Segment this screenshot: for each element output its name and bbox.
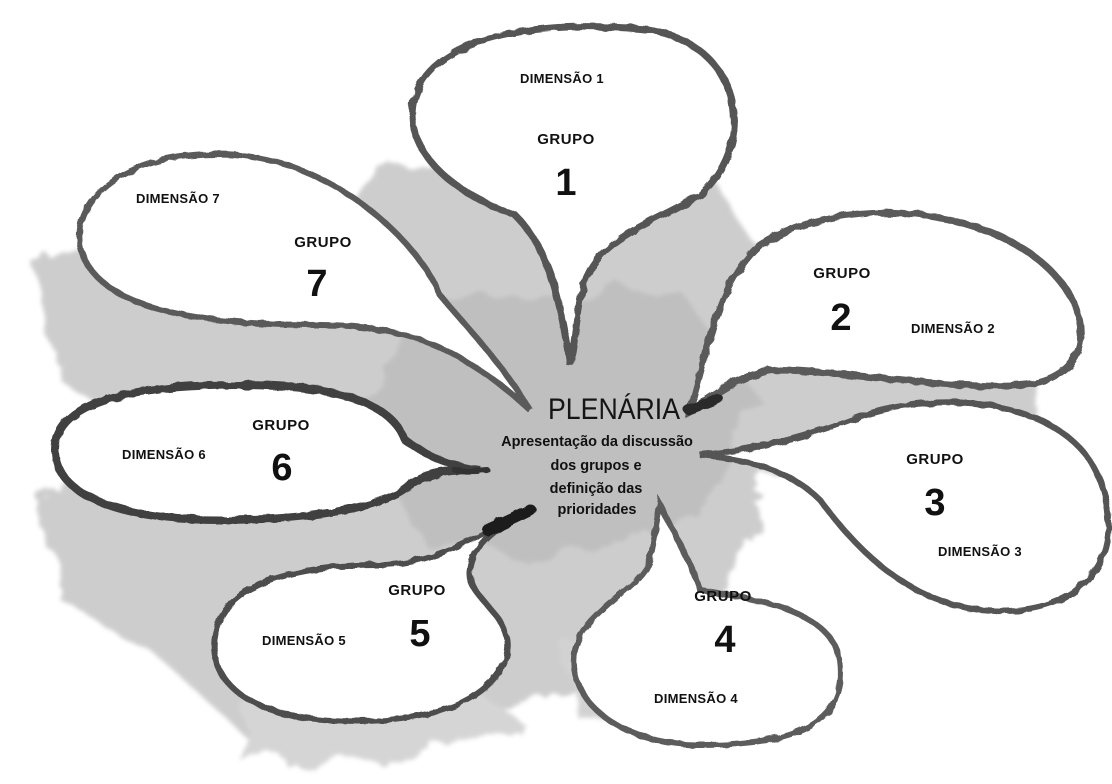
group-1-number: 1 [555, 162, 576, 204]
petal-1 [408, 23, 738, 366]
petal-7 [76, 150, 533, 413]
group-6: GRUPO 6 DIMENSÃO 6 [122, 417, 310, 489]
group-2-number: 2 [830, 297, 851, 339]
group-5-label: GRUPO [388, 582, 446, 599]
petal-6 [50, 380, 481, 525]
plenary-center: PLENÁRIA Apresentação da discussão dos g… [501, 393, 693, 518]
group-4-label: GRUPO [694, 588, 752, 605]
group-6-number: 6 [271, 447, 292, 489]
petal-2 [684, 209, 1085, 418]
dimension-6-label: DIMENSÃO 6 [122, 447, 206, 462]
petal-5 [211, 509, 530, 724]
group-3-number: 3 [924, 482, 945, 524]
petal-4 [570, 494, 844, 749]
dimension-4-label: DIMENSÃO 4 [654, 691, 738, 706]
group-4: GRUPO 4 DIMENSÃO 4 [654, 588, 752, 706]
group-5-number: 5 [409, 613, 430, 655]
group-3-label: GRUPO [906, 451, 964, 468]
plenary-line-1: Apresentação da discussão [501, 434, 693, 450]
plenary-line-2: dos grupos e [550, 458, 641, 474]
group-2: GRUPO 2 DIMENSÃO 2 [813, 265, 995, 339]
brush-accents [452, 393, 723, 536]
dimension-5-label: DIMENSÃO 5 [262, 633, 346, 648]
petal-3 [699, 399, 1112, 615]
dimension-7-label: DIMENSÃO 7 [136, 191, 220, 206]
group-1-label: GRUPO [537, 131, 595, 148]
group-6-label: GRUPO [252, 417, 310, 434]
plenary-line-3: definição das [550, 481, 643, 497]
plenary-line-4: prioridades [558, 502, 637, 518]
group-7: DIMENSÃO 7 GRUPO 7 [136, 191, 352, 305]
plenary-title: PLENÁRIA [548, 393, 680, 426]
dimension-1-label: DIMENSÃO 1 [520, 71, 604, 86]
group-7-number: 7 [306, 263, 327, 305]
petals [50, 23, 1112, 749]
group-7-label: GRUPO [294, 234, 352, 251]
dimension-3-label: DIMENSÃO 3 [938, 544, 1022, 559]
group-2-label: GRUPO [813, 265, 871, 282]
group-4-number: 4 [714, 619, 735, 661]
group-5: GRUPO 5 DIMENSÃO 5 [262, 582, 446, 655]
group-3: GRUPO 3 DIMENSÃO 3 [906, 451, 1022, 559]
group-1: DIMENSÃO 1 GRUPO 1 [520, 71, 604, 204]
dimension-2-label: DIMENSÃO 2 [911, 321, 995, 336]
